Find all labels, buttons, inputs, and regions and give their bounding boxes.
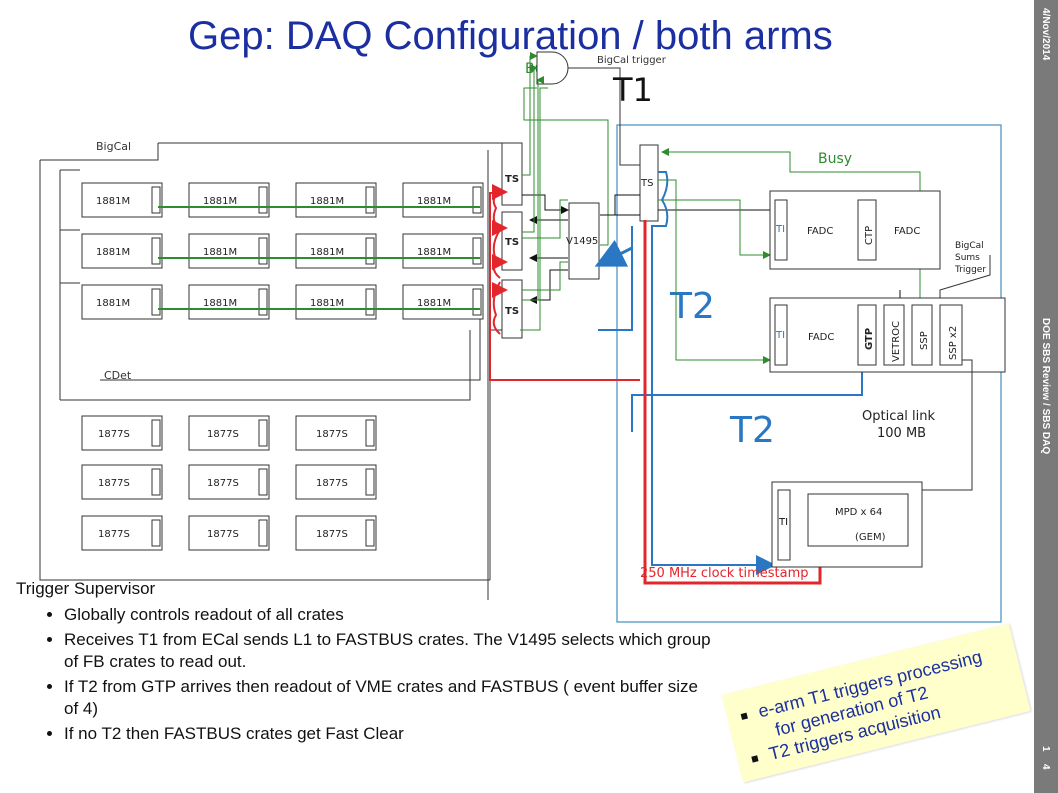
crate-1877s: 1877S	[81, 464, 163, 500]
svg-text:TI: TI	[775, 330, 785, 341]
bigcal-sums-3: Trigger	[954, 265, 986, 275]
svg-text:1881M: 1881M	[310, 196, 344, 207]
crate-1877s: 1877S	[188, 415, 270, 451]
and-gate	[536, 51, 569, 85]
svg-text:1881M: 1881M	[417, 196, 451, 207]
svg-text:1881M: 1881M	[96, 247, 130, 258]
bigcal-frame-line	[39, 160, 490, 581]
crate-1881m: 1881M	[188, 182, 270, 218]
sidebar: 4/Nov/2014 DOE SBS Review / SBS DAQ 1 4	[1034, 0, 1058, 793]
svg-text:1881M: 1881M	[203, 247, 237, 258]
svg-text:TI: TI	[775, 224, 785, 235]
page-number-b: 4	[1040, 764, 1051, 770]
clock-label: 250 MHz clock timestamp	[640, 566, 809, 581]
bigcal-sums-2: Sums	[955, 253, 980, 263]
bullet-item: If no T2 then FASTBUS crates get Fast Cl…	[64, 723, 716, 745]
slide-title: Gep: DAQ Configuration / both arms	[188, 14, 833, 58]
svg-text:1877S: 1877S	[316, 529, 348, 540]
svg-text:1881M: 1881M	[310, 247, 344, 258]
svg-text:TS: TS	[505, 174, 519, 185]
svg-text:1881M: 1881M	[203, 196, 237, 207]
crate-1881m: 1881M	[402, 233, 484, 269]
svg-text:1877S: 1877S	[207, 429, 239, 440]
bullet-item: If T2 from GTP arrives then readout of V…	[64, 676, 716, 720]
bigcal-sums-1: BigCal	[955, 241, 984, 251]
daq-diagram: BigCal CDet 1881M 1881M 1881M 1881M 1881…	[39, 51, 1006, 623]
svg-text:1881M: 1881M	[417, 298, 451, 309]
crate-1881m: 1881M	[81, 233, 163, 269]
svg-text:1881M: 1881M	[96, 298, 130, 309]
svg-text:TS: TS	[505, 237, 519, 248]
svg-text:1877S: 1877S	[98, 429, 130, 440]
svg-text:1881M: 1881M	[310, 298, 344, 309]
bullet-item: Receives T1 from ECal sends L1 to FASTBU…	[64, 629, 716, 673]
crate-1877s: 1877S	[295, 415, 377, 451]
ts-modules-left: TS TS TS	[501, 142, 523, 339]
bigcal-label: BigCal	[96, 140, 131, 153]
t1-label: T1	[612, 71, 653, 109]
crate-1877s: 1877S	[295, 464, 377, 500]
bullet-section: Trigger Supervisor Globally controls rea…	[16, 578, 716, 748]
ts-module-right	[639, 144, 659, 222]
v1495-label: V1495	[566, 236, 598, 247]
svg-text:1877S: 1877S	[316, 478, 348, 489]
bullet-item: Globally controls readout of all crates	[64, 604, 716, 626]
vme-crate-gem: TI MPD x 64 (GEM)	[771, 481, 923, 568]
svg-text:FADC: FADC	[894, 226, 920, 237]
svg-text:MPD x 64: MPD x 64	[835, 507, 882, 518]
crate-1881m: 1881M	[188, 284, 270, 320]
svg-text:1877S: 1877S	[316, 429, 348, 440]
page-number-a: 1	[1040, 746, 1051, 752]
cdet-label: CDet	[104, 369, 132, 382]
vme-crate-upper: TI FADC CTP FADC	[769, 190, 941, 270]
t2-label-lower: T2	[729, 410, 775, 451]
svg-text:FADC: FADC	[808, 332, 834, 343]
sidebar-date: 4/Nov/2014	[1040, 8, 1051, 61]
vme-crate-middle: TI FADC GTP VETROC SSP SSP x2	[769, 297, 1006, 373]
crate-1877s: 1877S	[81, 515, 163, 551]
svg-text:TS: TS	[505, 306, 519, 317]
bullet-heading: Trigger Supervisor	[16, 579, 156, 598]
optical-link-2: 100 MB	[877, 426, 926, 441]
svg-text:1881M: 1881M	[417, 247, 451, 258]
svg-text:1881M: 1881M	[203, 298, 237, 309]
ts-right-label: TS	[640, 178, 653, 189]
crate-1881m: 1881M	[81, 284, 163, 320]
crate-1877s: 1877S	[81, 415, 163, 451]
sidebar-review: DOE SBS Review / SBS DAQ	[1040, 318, 1051, 455]
crate-1877s: 1877S	[295, 515, 377, 551]
svg-text:1877S: 1877S	[98, 478, 130, 489]
electron-arm-frame	[616, 124, 1002, 623]
svg-text:GTP: GTP	[864, 328, 875, 350]
t2-label-upper: T2	[669, 286, 715, 327]
crate-1881m: 1881M	[81, 182, 163, 218]
crate-1881m: 1881M	[295, 182, 377, 218]
crate-1877s: 1877S	[188, 464, 270, 500]
crate-1881m: 1881M	[402, 284, 484, 320]
svg-text:CTP: CTP	[864, 226, 875, 245]
svg-text:1877S: 1877S	[207, 478, 239, 489]
svg-text:SSP x2: SSP x2	[948, 326, 959, 360]
crate-1877s: 1877S	[188, 515, 270, 551]
v1495-module	[568, 202, 600, 280]
svg-text:TI: TI	[778, 517, 788, 528]
crate-1881m: 1881M	[402, 182, 484, 218]
crates-1881m: 1881M 1881M 1881M 1881M 1881M 1881M 1881…	[81, 182, 484, 320]
svg-text:1877S: 1877S	[98, 529, 130, 540]
crates-1877s: 1877S 1877S 1877S 1877S 1877S 1877S 1877…	[81, 415, 377, 551]
svg-text:SSP: SSP	[919, 331, 930, 350]
busy-label-right: Busy	[818, 151, 852, 167]
crate-1881m: 1881M	[295, 233, 377, 269]
crate-1881m: 1881M	[188, 233, 270, 269]
svg-text:(GEM): (GEM)	[855, 532, 886, 543]
crate-1881m: 1881M	[295, 284, 377, 320]
bullet-list: Globally controls readout of all crates …	[16, 604, 716, 745]
svg-text:VETROC: VETROC	[891, 321, 902, 362]
svg-text:1881M: 1881M	[96, 196, 130, 207]
svg-text:1877S: 1877S	[207, 529, 239, 540]
optical-link-1: Optical link	[862, 409, 936, 424]
bigcal-trigger-label: BigCal trigger	[597, 55, 667, 66]
svg-text:FADC: FADC	[807, 226, 833, 237]
